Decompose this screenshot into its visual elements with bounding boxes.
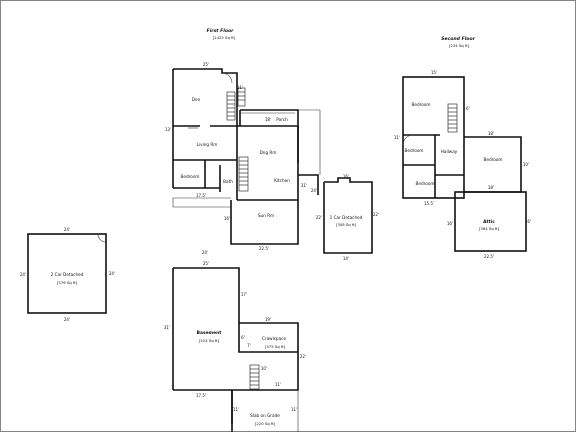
dim-gl-bottom: 24' (64, 317, 70, 322)
dim-sf-mid: 18' (488, 185, 494, 190)
dim-bottom: 24' (202, 250, 208, 255)
first-floor-title: First Floor (207, 28, 235, 34)
bath-label: Bath (223, 179, 233, 184)
second-floor-outline (402, 76, 465, 199)
den-label: Den (192, 97, 201, 102)
dim-living-side: 11' (237, 85, 243, 90)
living-room-label: Living Rm (197, 142, 218, 147)
basement-stairs (249, 364, 260, 390)
dining-stairs (238, 156, 249, 192)
porch-label: Porch (276, 117, 288, 122)
dining-room-label: Dng Rm (260, 150, 277, 155)
second-floor-bedroom-c-label: Bedroom (484, 157, 503, 162)
dim-sun-bottom: 22.5' (259, 246, 269, 251)
sun-room-label: Sun Rm (258, 213, 274, 218)
second-floor-bedroom-d-label: Bedroom (416, 181, 435, 186)
attic-area: [364 Sq ft] (479, 226, 500, 231)
sun-room-wall (230, 200, 299, 245)
one-car-garage-area: [308 Sq ft] (336, 222, 357, 227)
crawlspace-label: Crawlspace (262, 336, 287, 341)
dim-gl-right: 24' (109, 271, 115, 276)
dim-bedroom-width: 17.5' (196, 193, 206, 198)
slab-area: [220 Sq ft] (255, 421, 276, 426)
dim-garage-r-left: 22' (316, 215, 322, 220)
first-floor-area: [1425 Sq ft] (213, 35, 236, 40)
second-floor-plan (402, 76, 527, 252)
dim-crawl-bottom: 11' (275, 382, 281, 387)
crawlspace-area: [375 Sq ft] (265, 344, 286, 349)
first-floor-plan (172, 68, 321, 245)
crawlspace-outline (239, 322, 299, 352)
dim-base-right: 17' (241, 292, 247, 297)
hallway-label: Hallway (441, 149, 458, 154)
second-floor-bedroom-b-label: Bedroom (405, 148, 424, 153)
kitchen-entry-wall (298, 174, 319, 195)
second-floor-bedroom-a-label: Bedroom (412, 102, 431, 107)
basement-label: Basement (197, 330, 222, 336)
second-floor-title: Second Floor (441, 36, 475, 42)
dim-base-bottom: 17.5' (196, 393, 206, 398)
dim-gl-top: 24' (64, 227, 70, 232)
kitchen-label: Kitchen (274, 178, 290, 183)
dim-crawl-right: 22' (300, 354, 306, 359)
two-car-garage-label: 2 Car Detached (51, 272, 84, 277)
sun-room-walkway (172, 198, 231, 208)
dim-sf-bed-right: 10' (523, 162, 529, 167)
dim-kitchen: 24' (311, 188, 317, 193)
dim-garage-r-right: 22' (373, 212, 379, 217)
dim-den-side: 13' (165, 127, 171, 132)
dim-crawl-top: 19' (265, 317, 271, 322)
den-wall (173, 68, 238, 126)
two-car-garage-area: [576 Sq ft] (57, 280, 78, 285)
dim-crawl-notch: 7' (247, 343, 251, 348)
dim-porch-width: 18' (265, 117, 271, 122)
dim-garage-r-bottom: 14' (343, 256, 349, 261)
dim-sun-side: 16' (224, 216, 230, 221)
dim-sf-stair: 6' (466, 106, 470, 111)
one-car-garage-label: 1 Car Detached (330, 215, 363, 220)
two-car-garage (27, 233, 107, 314)
basement-area: [524 Sq ft] (199, 338, 220, 343)
dim-sf-left: 11' (394, 135, 400, 140)
attic-label: Attic (483, 219, 495, 225)
dim-gl-left: 24' (20, 272, 26, 277)
second-floor-stairs (447, 103, 458, 133)
dim-attic-bottom: 22.5' (484, 254, 494, 259)
attic-outline (454, 191, 527, 252)
den-stairs (226, 87, 246, 121)
den-door-swing (221, 72, 233, 84)
dim-den-top: 25' (203, 62, 209, 67)
slab-label: Slab on Grade (250, 413, 280, 418)
dim-garage-r-top: 16' (343, 174, 349, 179)
one-car-garage (323, 177, 373, 254)
basement-plan (172, 267, 299, 432)
second-floor-area: [234 Sq ft] (449, 43, 470, 48)
second-floor-bedroom-east (464, 136, 522, 193)
dim-crawl-step: 6' (241, 335, 245, 340)
dim-crawl-stair: 10' (261, 366, 267, 371)
dim-slab-right: 11' (291, 407, 297, 412)
dim-attic-left: 16' (447, 221, 453, 226)
dim-base-top: 25' (203, 261, 209, 266)
dim-dining-side: 31' (301, 183, 307, 188)
dim-attic-right: 16' (525, 219, 531, 224)
dim-slab-left: 11' (233, 407, 239, 412)
dim-sf-right-top: 18' (488, 131, 494, 136)
first-floor-bedroom-label: Bedroom (181, 174, 200, 179)
dim-sf-top: 15' (431, 70, 437, 75)
dim-base-left: 31' (164, 325, 170, 330)
dim-sf-bottom: 15.5' (424, 201, 434, 206)
